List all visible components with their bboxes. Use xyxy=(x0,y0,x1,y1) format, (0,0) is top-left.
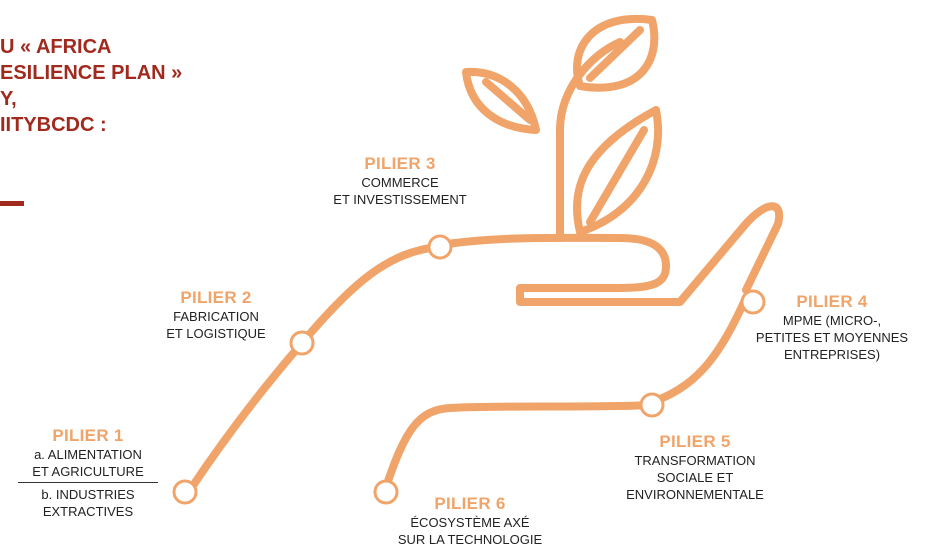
title-line-2: ESILIENCE PLAN » xyxy=(0,62,183,84)
pillar-1-line-a2: ET AGRICULTURE xyxy=(32,464,144,479)
title-line-3: Y, xyxy=(0,88,17,110)
pillar-3-marker xyxy=(427,234,453,260)
hand-index-finger xyxy=(648,296,749,406)
pillar-6-label: PILIER 6 ÉCOSYSTÈME AXÉ SUR LA TECHNOLOG… xyxy=(390,494,550,548)
pillar-2-line-2: ET LOGISTIQUE xyxy=(166,326,266,341)
plant-top-leaf-vein xyxy=(586,26,644,82)
pillar-5-title: PILIER 5 xyxy=(659,432,731,451)
plant-right-leaf-vein xyxy=(586,126,648,226)
pillar-2-line-1: FABRICATION xyxy=(173,309,259,324)
title-line-4: IITYBCDC : xyxy=(0,114,107,136)
pillar-3-label: PILIER 3 COMMERCE ET INVESTISSEMENT xyxy=(320,154,480,208)
hand-wrist-lower xyxy=(381,401,656,494)
plant-icon xyxy=(462,14,663,242)
pillar-5-line-2: SOCIALE ET xyxy=(656,470,734,485)
pillar-2-marker xyxy=(289,330,315,356)
pillar-4-line-2: PETITES ET MOYENNES xyxy=(755,330,909,345)
pillar-1-divider xyxy=(18,482,158,483)
pillar-1-marker xyxy=(172,479,198,505)
plant-left-leaf xyxy=(462,67,540,134)
pillar-6-line-1: ÉCOSYSTÈME AXÉ xyxy=(410,515,530,530)
pillar-5-line-3: ENVIRONNEMENTALE xyxy=(626,487,764,502)
plant-right-leaf xyxy=(572,106,663,236)
pillar-5-line-1: TRANSFORMATION xyxy=(634,453,756,468)
pillar-1-line-a1: a. ALIMENTATION xyxy=(34,447,142,462)
pillar-5-marker xyxy=(639,392,665,418)
pillar-2-title: PILIER 2 xyxy=(180,288,252,307)
title-line-1: U « AFRICA xyxy=(0,36,112,58)
pillar-3-line-1: COMMERCE xyxy=(361,175,439,190)
pillar-1-line-b1: b. INDUSTRIES xyxy=(41,487,135,502)
pillar-4-title: PILIER 4 xyxy=(796,292,868,311)
pillar-3-line-2: ET INVESTISSEMENT xyxy=(333,192,467,207)
pillar-4-line-1: MPME (MICRO-, xyxy=(782,313,882,328)
pillar-1-title: PILIER 1 xyxy=(52,426,124,445)
pillar-4-label: PILIER 4 MPME (MICRO-, PETITES ET MOYENN… xyxy=(746,292,918,363)
pillar-2-label: PILIER 2 FABRICATION ET LOGISTIQUE xyxy=(150,288,282,342)
pillar-6-title: PILIER 6 xyxy=(434,494,506,513)
pillar-1-label: PILIER 1 a. ALIMENTATION ET AGRICULTURE … xyxy=(18,426,158,520)
pillar-4-marker xyxy=(740,289,766,315)
hand-thumb xyxy=(436,202,784,306)
pillar-3-title: PILIER 3 xyxy=(364,154,436,173)
pillar-1-line-b2: EXTRACTIVES xyxy=(42,504,134,519)
title-underline-bar xyxy=(0,201,24,206)
pillar-6-marker xyxy=(373,479,399,505)
pillar-4-line-3: ENTREPRISES) xyxy=(783,347,881,362)
plant-top-leaf xyxy=(573,14,659,92)
pillar-6-line-2: SUR LA TECHNOLOGIE xyxy=(397,532,543,547)
page-title: U « AFRICA ESILIENCE PLAN » Y, IITYBCDC … xyxy=(0,34,182,138)
pillar-5-label: PILIER 5 TRANSFORMATION SOCIALE ET ENVIR… xyxy=(610,432,780,503)
plant-left-leaf-vein xyxy=(482,78,534,124)
